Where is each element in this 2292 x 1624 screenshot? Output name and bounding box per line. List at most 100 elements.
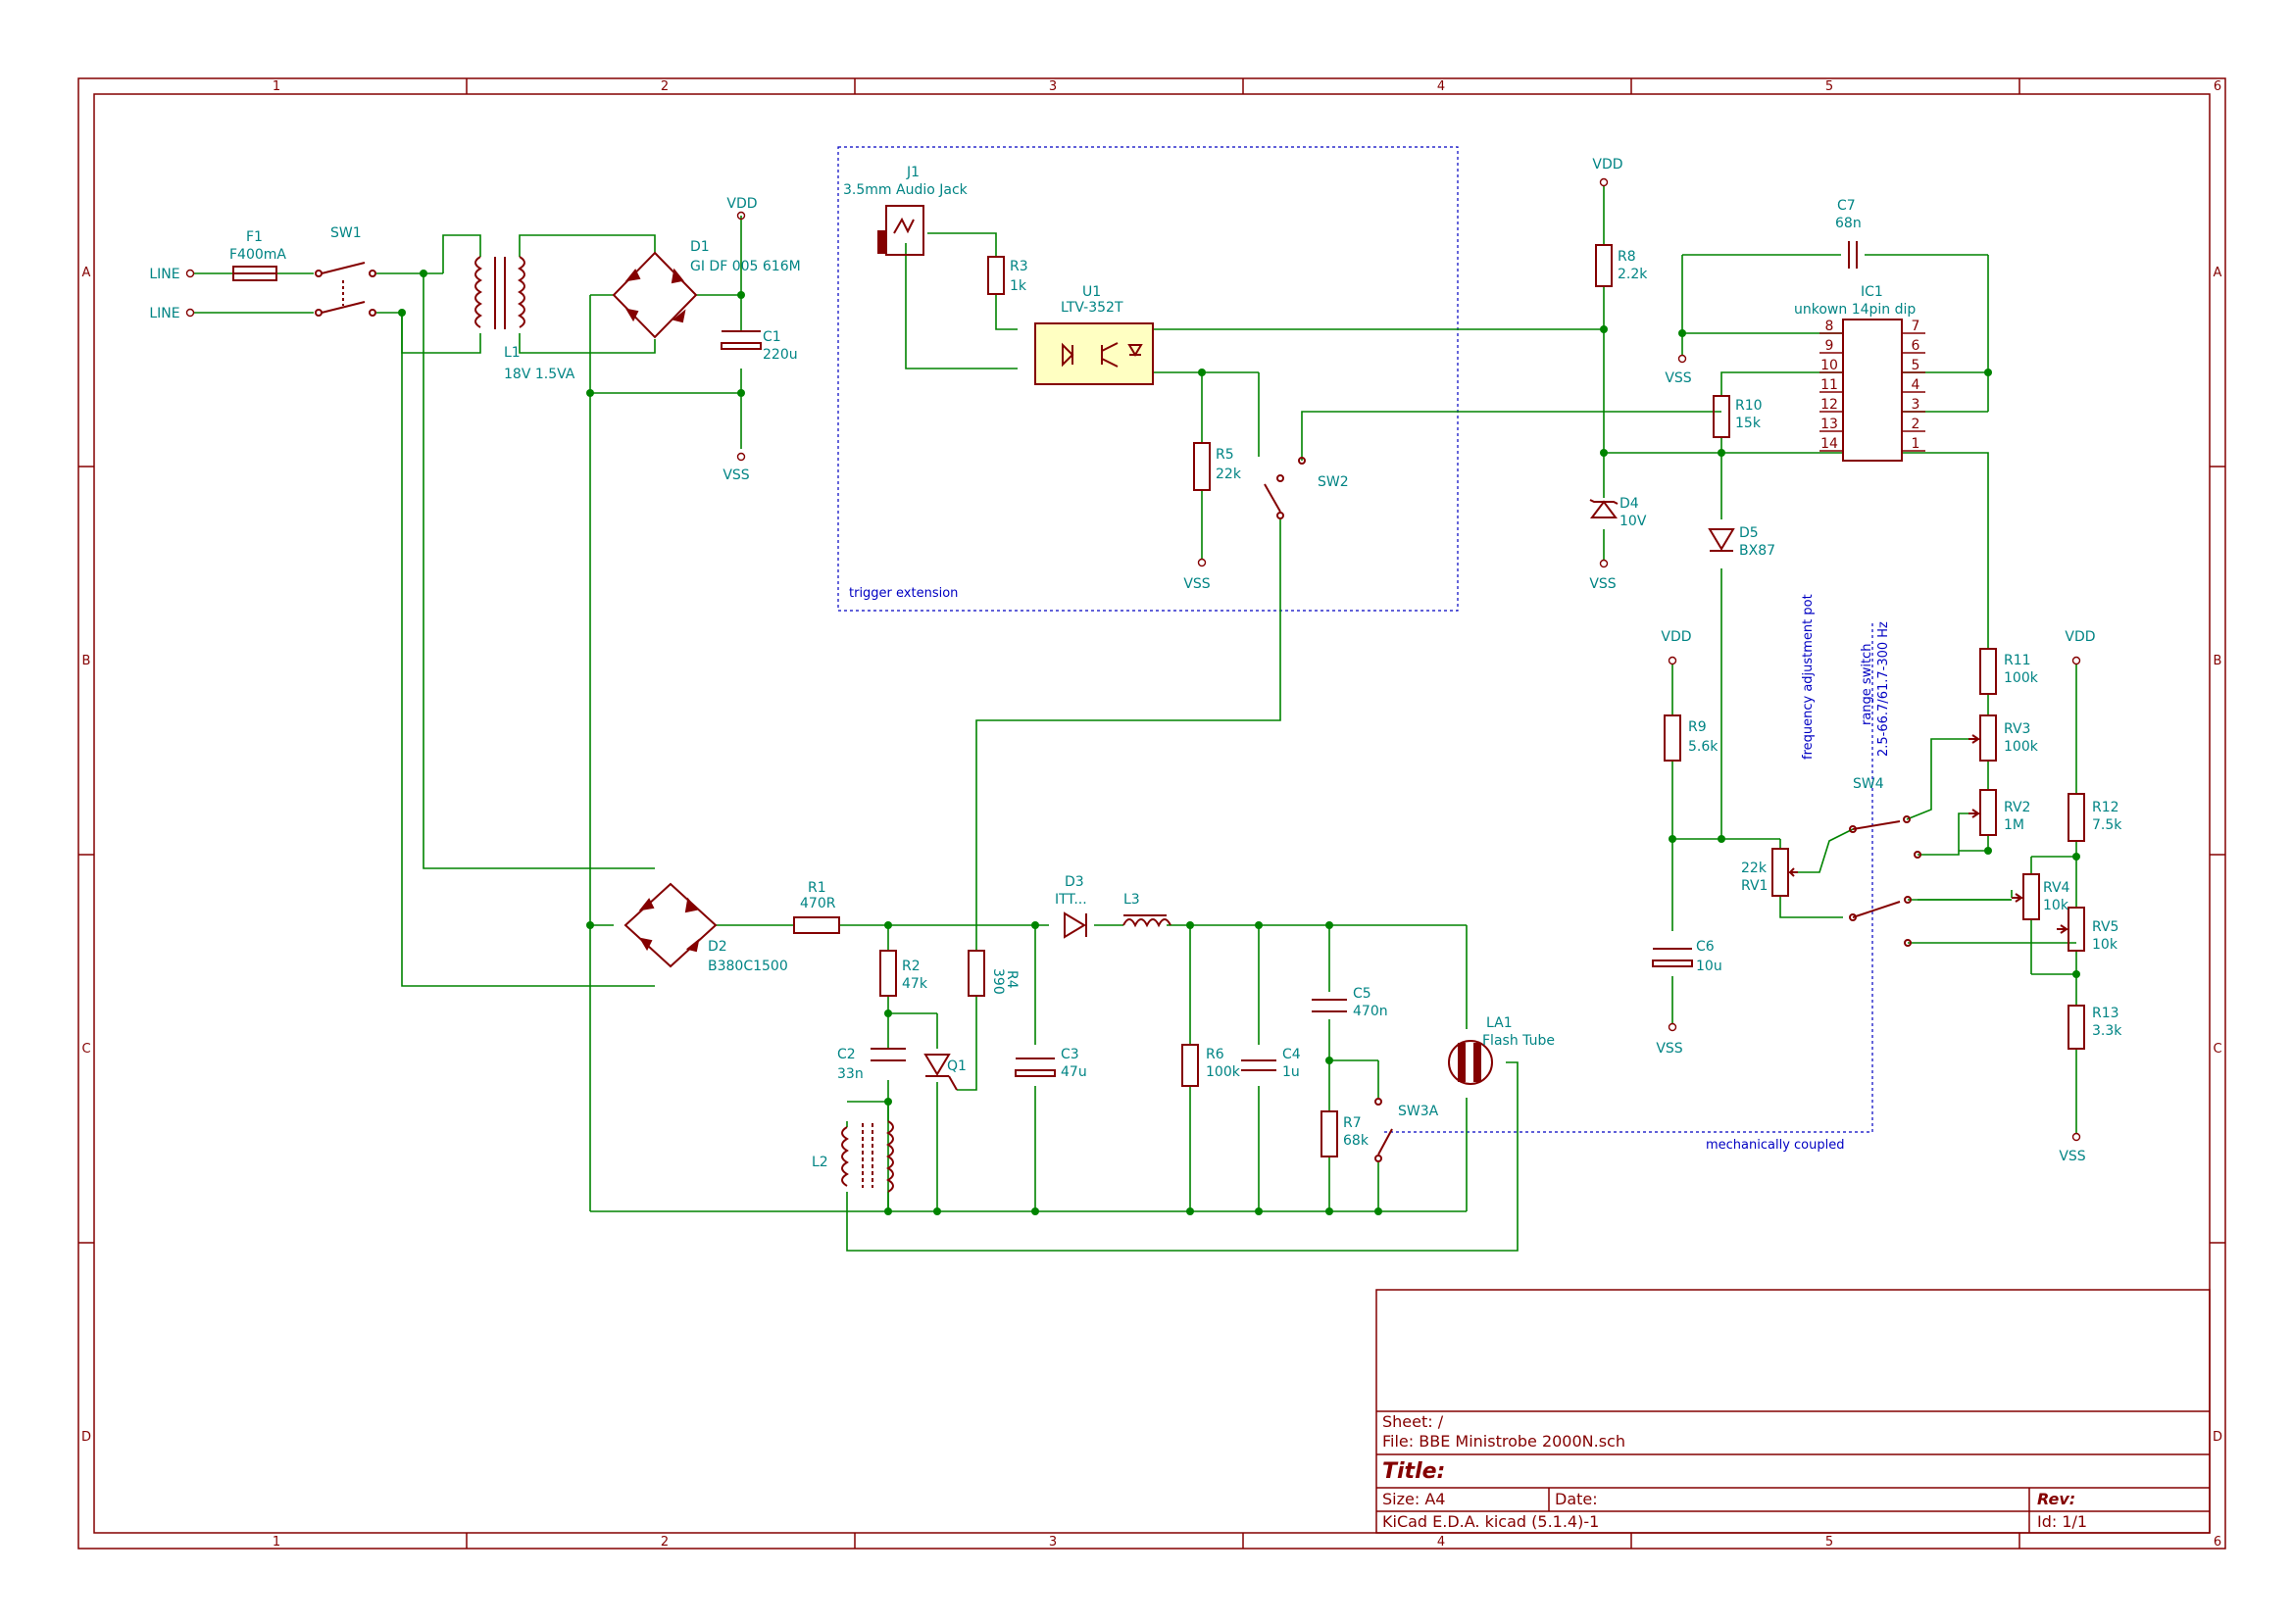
svg-text:VSS: VSS bbox=[722, 468, 749, 483]
svg-text:VSS: VSS bbox=[1183, 576, 1210, 592]
vdd-symbol-c1: VDD bbox=[726, 196, 758, 221]
rv1-ref: RV1 bbox=[1741, 878, 1768, 894]
vss-symbol-c7: VSS bbox=[1665, 354, 1692, 386]
q1-ref: Q1 bbox=[947, 1058, 967, 1074]
c7-ref: C7 bbox=[1837, 198, 1856, 214]
sw1-ref: SW1 bbox=[330, 225, 362, 241]
range-switch-freq-label: 2.5-66.7/61.7-300 Hz bbox=[1876, 621, 1891, 757]
resistor-icon bbox=[1713, 395, 1730, 438]
ic1-pins bbox=[1819, 332, 1925, 452]
svg-text:LINE: LINE bbox=[149, 306, 179, 321]
resistor-icon bbox=[1181, 1044, 1199, 1087]
svg-text:VSS: VSS bbox=[1665, 370, 1691, 386]
row-label: A bbox=[2214, 266, 2222, 280]
col-label: 2 bbox=[661, 79, 669, 94]
r1-value: 470R bbox=[800, 896, 836, 911]
transformer-icon bbox=[841, 1120, 894, 1193]
row-label: C bbox=[81, 1042, 90, 1057]
svg-text:VDD: VDD bbox=[1661, 629, 1691, 645]
svg-text:VSS: VSS bbox=[1656, 1041, 1682, 1057]
r4-ref: R4 bbox=[1004, 970, 1020, 989]
frame-labels: 1 2 3 4 5 6 1 2 3 4 5 6 A B C D A B C D bbox=[81, 79, 2222, 1550]
c2-value: 33n bbox=[837, 1066, 864, 1082]
la1-ref: LA1 bbox=[1486, 1015, 1513, 1031]
wires bbox=[194, 186, 2077, 1252]
r4-value: 390 bbox=[990, 968, 1006, 995]
col-label: 1 bbox=[273, 79, 280, 94]
capacitor-icon bbox=[1241, 1059, 1276, 1071]
svg-text:14: 14 bbox=[1820, 436, 1838, 452]
component-labels: F1 F400mA SW1 L1 18V 1.5VA D1 GI DF 005 … bbox=[229, 165, 2122, 1170]
ic1-value: unkown 14pin dip bbox=[1794, 302, 1916, 318]
freq-pot-label: frequency adjustment pot bbox=[1801, 594, 1816, 760]
line-label-1: LINE bbox=[149, 267, 195, 282]
row-label: D bbox=[2213, 1430, 2222, 1445]
component-bodies bbox=[232, 205, 2085, 1193]
c1-ref: C1 bbox=[763, 329, 781, 345]
d4-value: 10V bbox=[1619, 514, 1647, 529]
c6-ref: C6 bbox=[1696, 939, 1715, 955]
mechanical-coupling-line bbox=[1384, 623, 1873, 1133]
capacitor-icon bbox=[1015, 1058, 1056, 1077]
row-label: A bbox=[82, 266, 91, 280]
rv3-value: 100k bbox=[2004, 739, 2039, 755]
potentiometer-icon bbox=[1771, 848, 1798, 897]
rv4-ref: RV4 bbox=[2043, 880, 2070, 896]
capacitor-icon bbox=[1652, 948, 1693, 967]
d1-value: GI DF 005 616M bbox=[690, 259, 801, 274]
sw2-ref: SW2 bbox=[1318, 474, 1349, 490]
transformer-icon bbox=[474, 256, 525, 329]
svg-text:1: 1 bbox=[1912, 436, 1920, 452]
r10-ref: R10 bbox=[1735, 398, 1763, 414]
svg-text:VDD: VDD bbox=[2065, 629, 2095, 645]
vss-symbol-r5: VSS bbox=[1183, 558, 1211, 592]
title-block bbox=[1375, 1289, 2211, 1534]
f1-value: F400mA bbox=[229, 247, 286, 263]
c4-value: 1u bbox=[1282, 1064, 1300, 1080]
svg-text:7: 7 bbox=[1912, 319, 1920, 334]
svg-text:VSS: VSS bbox=[2059, 1149, 2085, 1164]
r2-value: 47k bbox=[902, 976, 928, 992]
col-label: 4 bbox=[1437, 79, 1445, 94]
resistor-icon bbox=[1193, 442, 1211, 491]
r11-value: 100k bbox=[2004, 670, 2039, 686]
resistor-icon bbox=[987, 256, 1005, 295]
resistor-icon bbox=[2068, 1005, 2085, 1050]
rv2-ref: RV2 bbox=[2004, 800, 2030, 815]
power-symbols: VDD VSS VSS VDD VSS VSS VDD VSS VDD VSS … bbox=[149, 157, 2095, 1164]
r3-value: 1k bbox=[1010, 278, 1027, 294]
r8-ref: R8 bbox=[1618, 249, 1636, 265]
r5-value: 22k bbox=[1216, 467, 1242, 482]
ic-dip-icon bbox=[1842, 319, 1903, 462]
trimmer-icon bbox=[2012, 873, 2040, 920]
trimmer-icon bbox=[2057, 907, 2085, 952]
svg-text:10: 10 bbox=[1820, 358, 1838, 373]
switch-icon bbox=[1374, 1098, 1393, 1162]
flash-tube-icon bbox=[1448, 1040, 1493, 1085]
trimmer-icon bbox=[1968, 789, 1997, 836]
d5-value: BX87 bbox=[1739, 543, 1775, 559]
rv2-value: 1M bbox=[2004, 817, 2024, 833]
svg-text:11: 11 bbox=[1820, 377, 1838, 393]
r7-value: 68k bbox=[1343, 1133, 1370, 1149]
svg-text:12: 12 bbox=[1820, 397, 1838, 413]
l1-value: 18V 1.5VA bbox=[504, 367, 575, 382]
title-title: Title: bbox=[1382, 1459, 1445, 1484]
r6-value: 100k bbox=[1206, 1064, 1241, 1080]
audio-jack-icon bbox=[877, 205, 924, 256]
thyristor-icon bbox=[923, 1054, 958, 1091]
d3-value: ITT... bbox=[1055, 892, 1087, 908]
col-label: 2 bbox=[661, 1535, 669, 1550]
d2-ref: D2 bbox=[708, 939, 727, 955]
resistor-icon bbox=[968, 950, 985, 997]
rotary-switch-icon bbox=[1849, 815, 1921, 947]
r10-value: 15k bbox=[1735, 416, 1762, 431]
svg-text:5: 5 bbox=[1912, 358, 1920, 373]
resistor-icon bbox=[879, 950, 897, 997]
vdd-symbol-r9: VDD bbox=[1661, 629, 1692, 665]
rv5-value: 10k bbox=[2092, 937, 2118, 953]
row-label: B bbox=[82, 654, 91, 668]
r3-ref: R3 bbox=[1010, 259, 1028, 274]
u1-value: LTV-352T bbox=[1061, 300, 1123, 316]
r8-value: 2.2k bbox=[1618, 267, 1648, 282]
